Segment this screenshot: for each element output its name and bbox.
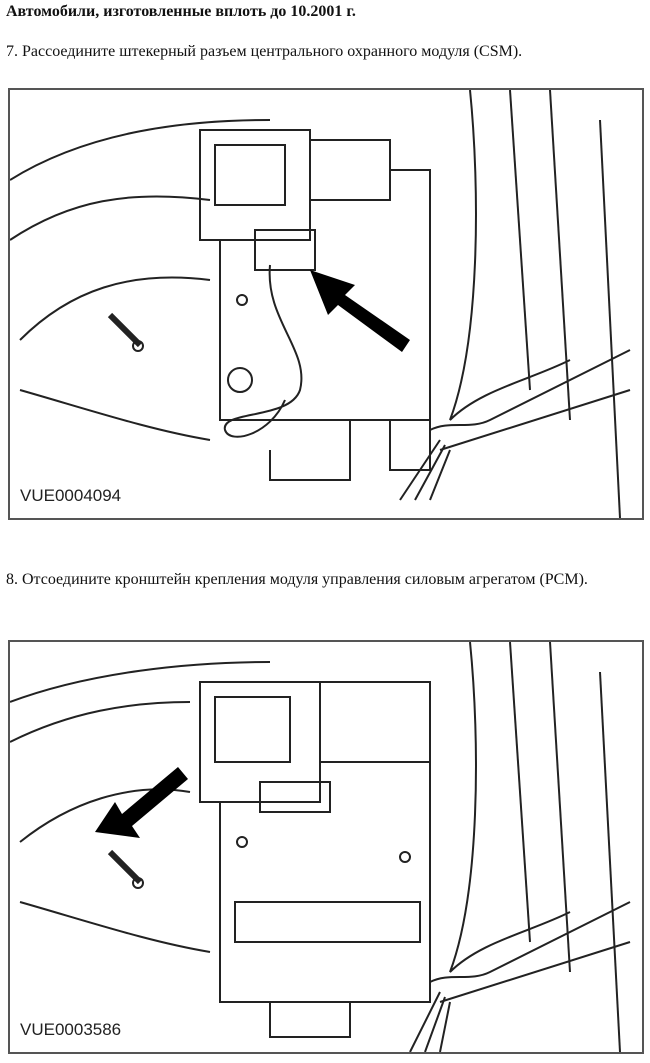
pcm-illustration xyxy=(10,642,631,1052)
step-8-text: 8. Отсоедините кронштейн крепления модул… xyxy=(6,571,588,588)
step-7-text: 7. Рассоедините штекерный разъем централ… xyxy=(6,43,523,60)
section-heading: Автомобили, изготовленные вплоть до 10.2… xyxy=(6,3,356,20)
csm-illustration xyxy=(10,90,631,518)
figure-csm-connector: VUE0004094 xyxy=(8,88,644,520)
figure-code: VUE0003586 xyxy=(20,1020,122,1039)
figure-code: VUE0004094 xyxy=(20,486,122,505)
figure-pcm-bracket: VUE0003586 xyxy=(8,640,644,1054)
